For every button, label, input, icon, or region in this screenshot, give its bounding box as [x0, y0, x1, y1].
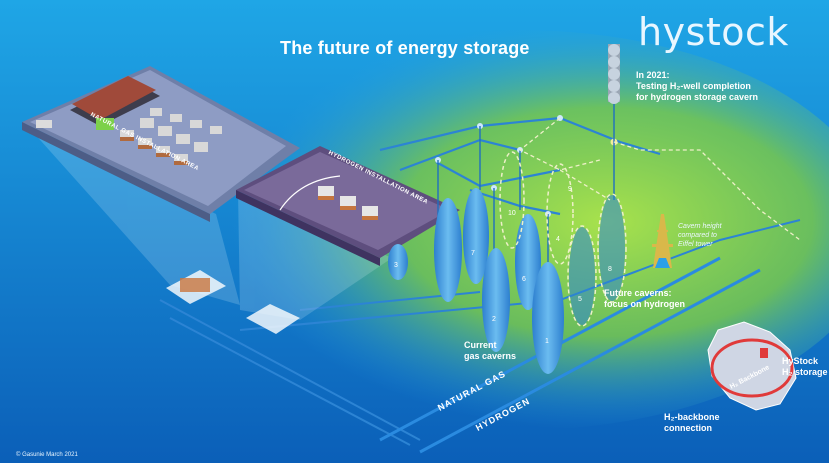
projection-beams	[24, 122, 392, 320]
cavern-number-4: 4	[556, 236, 560, 243]
eiffel-caption: Cavern height compared to Eiffel tower	[678, 222, 722, 249]
hystock-caption-line2: H₂ storage	[782, 367, 828, 377]
natural-gas-platform	[22, 66, 300, 222]
test-caption-year: In 2021:	[636, 70, 670, 80]
hystock-storage-caption: HyStock H₂ storage	[782, 356, 828, 378]
hydrogen-platform	[236, 146, 460, 266]
cavern-number-1: 1	[545, 338, 549, 345]
netherlands-map	[707, 321, 797, 411]
future-caverns-caption: Future caverns: focus on hydrogen	[604, 288, 685, 310]
eiffel-caption-line2: compared to	[678, 232, 717, 239]
future-caverns-fill	[569, 195, 625, 325]
current-caption-line2: gas caverns	[464, 351, 517, 361]
cavern-number-3: 3	[394, 262, 398, 269]
current-caverns-caption: Current gas caverns	[464, 340, 516, 362]
backbone-caption-line1: H₂-backbone	[664, 412, 720, 422]
test-caption-line2: for hydrogen storage cavern	[636, 92, 759, 102]
eiffel-tower-icon	[652, 214, 673, 268]
foreground-modules	[166, 270, 300, 334]
current-caverns	[388, 188, 564, 374]
cavern-number-7: 7	[471, 250, 475, 257]
future-caption-line2: focus on hydrogen	[604, 299, 685, 309]
copyright-footer: © Gasunie March 2021	[16, 452, 78, 458]
future-surface-lines	[518, 117, 801, 241]
backbone-caption-line2: connection	[664, 423, 713, 433]
cavern-number-6: 6	[522, 276, 526, 283]
hystock-logo: hystock	[638, 10, 789, 54]
test-caption: In 2021: Testing H₂-well completion for …	[636, 70, 758, 103]
future-caption-line1: Future caverns:	[604, 288, 672, 298]
cavern-number-9: 9	[568, 186, 572, 193]
cavern-number-8: 8	[608, 266, 612, 273]
cavern-number-5: 5	[578, 296, 582, 303]
eiffel-caption-line1: Cavern height	[678, 223, 722, 230]
page-title: The future of energy storage	[280, 38, 530, 58]
current-caption-line1: Current	[464, 340, 497, 350]
eiffel-caption-line3: Eiffel tower	[678, 241, 713, 248]
cavern-number-10: 10	[508, 210, 516, 217]
backbone-caption: H₂-backbone connection	[664, 412, 720, 434]
test-caption-line1: Testing H₂-well completion	[636, 81, 751, 91]
future-caverns	[499, 151, 627, 327]
test-rig	[608, 44, 620, 104]
hystock-caption-line1: HyStock	[782, 356, 819, 366]
cavern-number-2: 2	[492, 316, 496, 323]
